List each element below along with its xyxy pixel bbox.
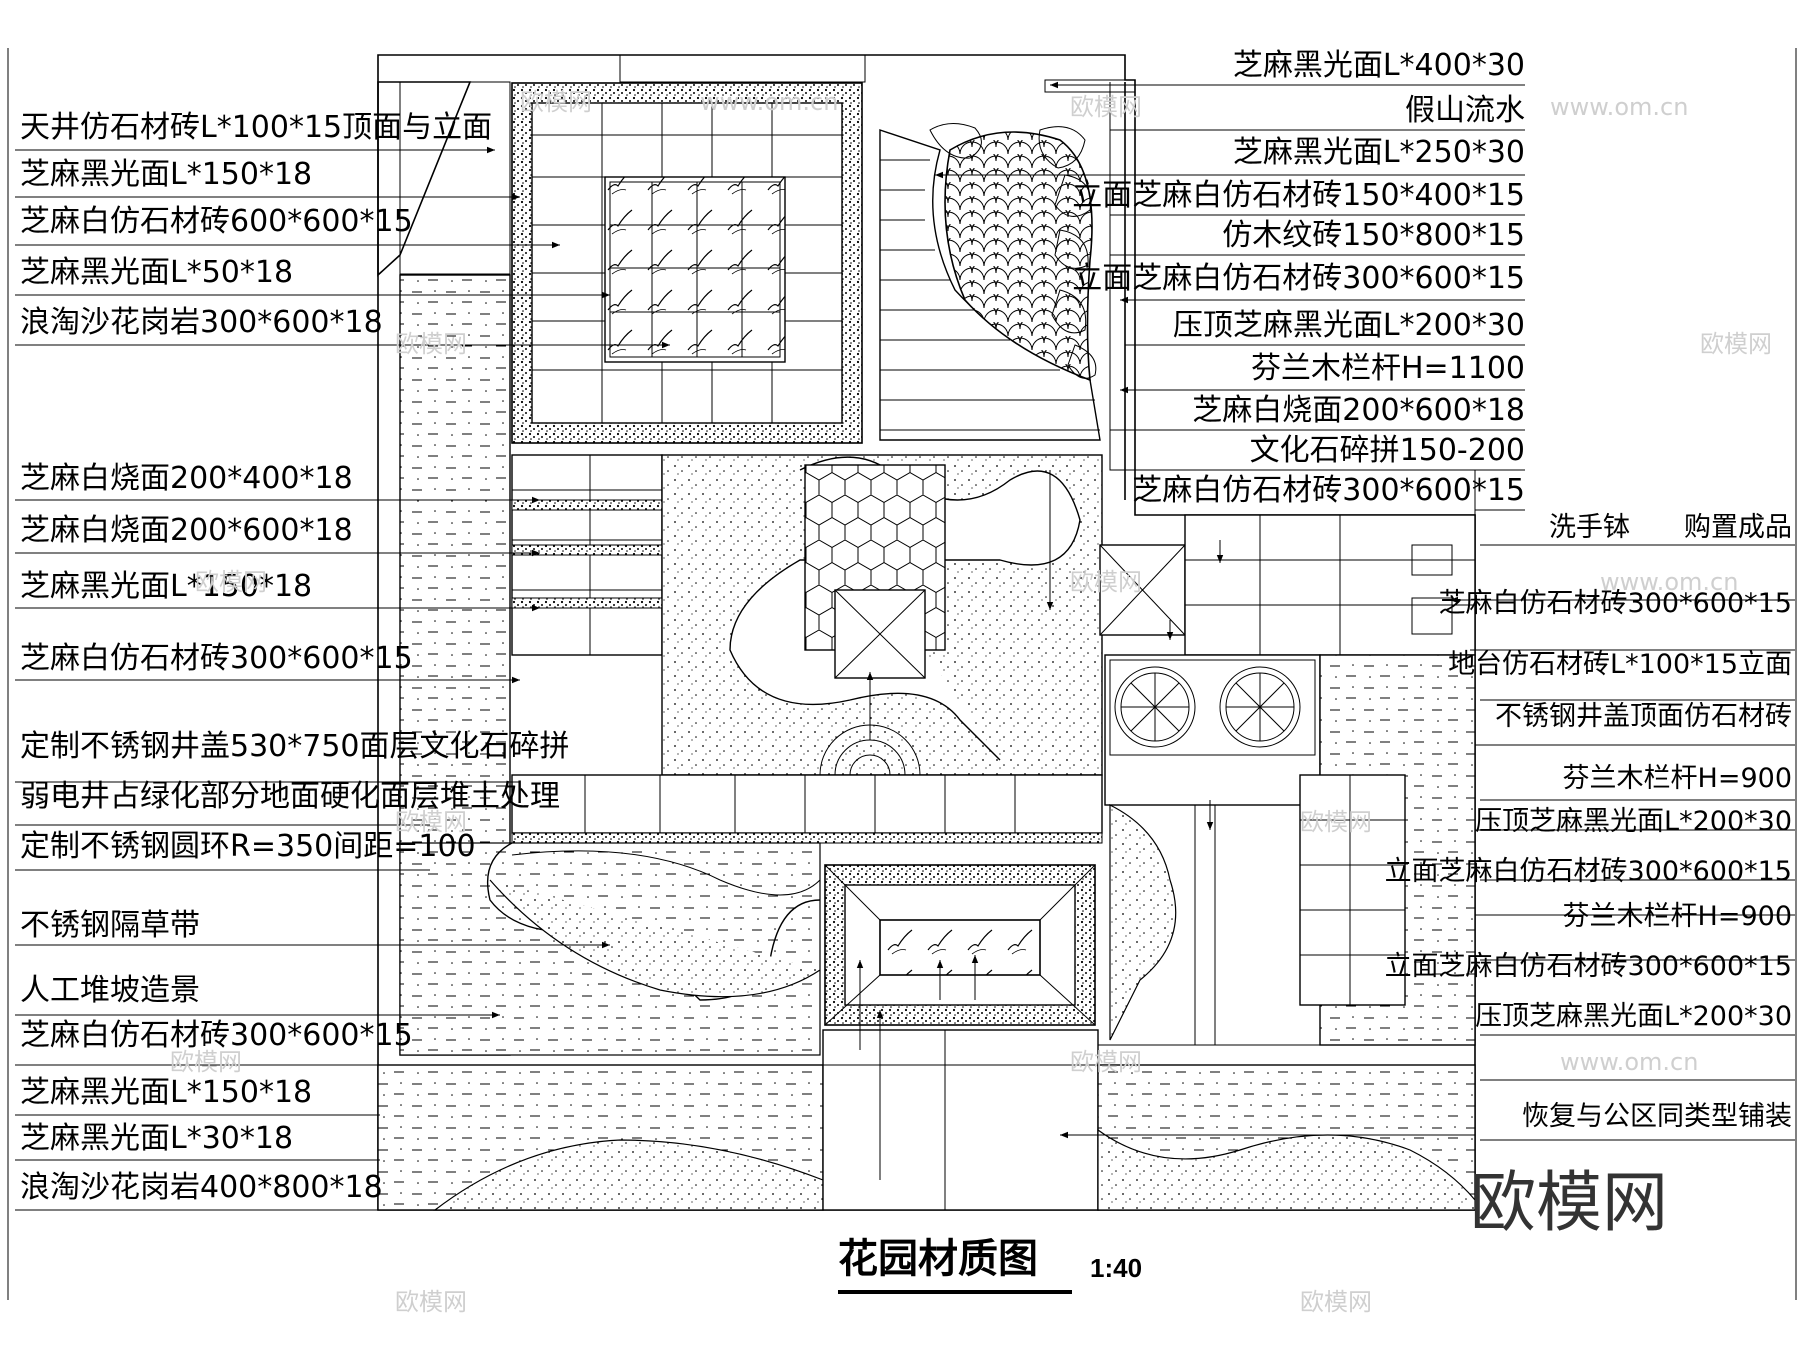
- material-label-left: 浪淘沙花岗岩400*800*18: [20, 1170, 383, 1205]
- material-label-right: 压顶芝麻黑光面L*200*30: [1173, 308, 1525, 343]
- material-label-left: 不锈钢隔草带: [20, 908, 200, 943]
- material-label-left: 芝麻黑光面L*50*18: [20, 255, 293, 290]
- watermark-url: www.om.cn: [700, 88, 838, 116]
- watermark: 欧模网: [520, 88, 592, 116]
- material-label-left: 芝麻白仿石材砖300*600*15: [20, 641, 413, 676]
- material-label-left: 定制不锈钢井盖530*750面层文化石碎拼: [20, 729, 570, 764]
- material-label-left: 芝麻白仿石材砖300*600*15: [20, 1018, 413, 1053]
- watermark: 欧模网: [1300, 1288, 1372, 1316]
- rockery: [929, 123, 1097, 379]
- watermarks: 欧模网 www.om.cn 欧模网 www.om.cn 欧模网 欧模网 欧模网 …: [170, 88, 1772, 1316]
- material-label-right: 芝麻白烧面200*600*18: [1192, 393, 1525, 428]
- material-label-right: 洗手钵 购置成品: [1549, 512, 1792, 543]
- material-label-left: 人工堆坡造景: [20, 973, 200, 1008]
- material-label-right: 芝麻白仿石材砖300*600*15: [1132, 473, 1525, 508]
- watermark: 欧模网: [170, 1048, 242, 1076]
- material-label-right: 恢复与公区同类型铺装: [1522, 1101, 1792, 1132]
- leader-lines: [15, 81, 1795, 1211]
- material-label-left: 弱电井占绿化部分地面硬化面层堆土处理: [20, 779, 560, 814]
- material-label-left: 浪淘沙花岗岩300*600*18: [20, 305, 383, 340]
- material-label-left: 芝麻黑光面L*150*18: [20, 157, 312, 192]
- material-label-right: 立面芝麻白仿石材砖300*600*15: [1385, 951, 1792, 982]
- material-label-right: 立面芝麻白仿石材砖300*600*15: [1385, 856, 1792, 887]
- drawing-scale: 1:40: [1090, 1253, 1142, 1283]
- material-label-right: 地台仿石材砖L*100*15立面: [1448, 649, 1792, 680]
- drawing-title: 花园材质图: [838, 1236, 1038, 1282]
- material-label-right: 芬兰木栏杆H=900: [1563, 763, 1792, 794]
- watermark: 欧模网: [1700, 330, 1772, 358]
- watermark: 欧模网: [395, 330, 467, 358]
- material-label-right: 芬兰木栏杆H=1100: [1251, 351, 1525, 386]
- material-label-right: 芝麻黑光面L*400*30: [1233, 48, 1525, 83]
- ac-unit-1: [1114, 666, 1196, 748]
- watermark: 欧模网: [395, 1288, 467, 1316]
- watermark-url: www.om.cn: [1600, 568, 1738, 596]
- material-label-left: 芝麻白烧面200*400*18: [20, 461, 353, 496]
- material-label-right: 芬兰木栏杆H=900: [1563, 901, 1792, 932]
- material-label-left: 芝麻白仿石材砖600*600*15: [20, 204, 413, 239]
- watermark-url: www.om.cn: [1560, 1048, 1698, 1076]
- material-label-left: 芝麻黑光面L*150*18: [20, 569, 312, 604]
- material-label-right: 压顶芝麻黑光面L*200*30: [1475, 1001, 1792, 1032]
- material-label-right: 芝麻黑光面L*250*30: [1233, 135, 1525, 170]
- watermark: 欧模网: [1070, 1048, 1142, 1076]
- material-label-right: 文化石碎拼150-200: [1250, 433, 1525, 468]
- watermark: 欧模网: [1300, 808, 1372, 836]
- material-label-left: 定制不锈钢圆环R=350间距=100: [20, 829, 476, 864]
- watermark-url: www.om.cn: [1550, 93, 1688, 121]
- material-label-right: 芝麻白仿石材砖300*600*15: [1439, 588, 1792, 619]
- watermark: 欧模网: [1070, 568, 1142, 596]
- material-label-right: 假山流水: [1405, 93, 1525, 128]
- material-label-right: 不锈钢井盖顶面仿石材砖: [1495, 701, 1792, 732]
- material-label-right: 压顶芝麻黑光面L*200*30: [1475, 806, 1792, 837]
- material-label-left: 天井仿石材砖L*100*15顶面与立面: [20, 110, 492, 145]
- watermark: 欧模网: [195, 568, 267, 596]
- watermark: 欧模网: [395, 808, 467, 836]
- material-label-right: 仿木纹砖150*800*15: [1222, 218, 1525, 253]
- watermark: 欧模网: [1070, 93, 1142, 121]
- material-label-left: 芝麻黑光面L*150*18: [20, 1075, 312, 1110]
- material-label-left: 芝麻黑光面L*30*18: [20, 1121, 293, 1156]
- brand-logo-text: 欧模网: [1470, 1164, 1668, 1241]
- ac-unit-2: [1219, 666, 1301, 748]
- plan-drawing: [377, 54, 1476, 1211]
- material-label-right: 立面芝麻白仿石材砖150*400*15: [1072, 178, 1525, 213]
- material-label-right: 立面芝麻白仿石材砖300*600*15: [1072, 261, 1525, 296]
- material-label-left: 芝麻白烧面200*600*18: [20, 513, 353, 548]
